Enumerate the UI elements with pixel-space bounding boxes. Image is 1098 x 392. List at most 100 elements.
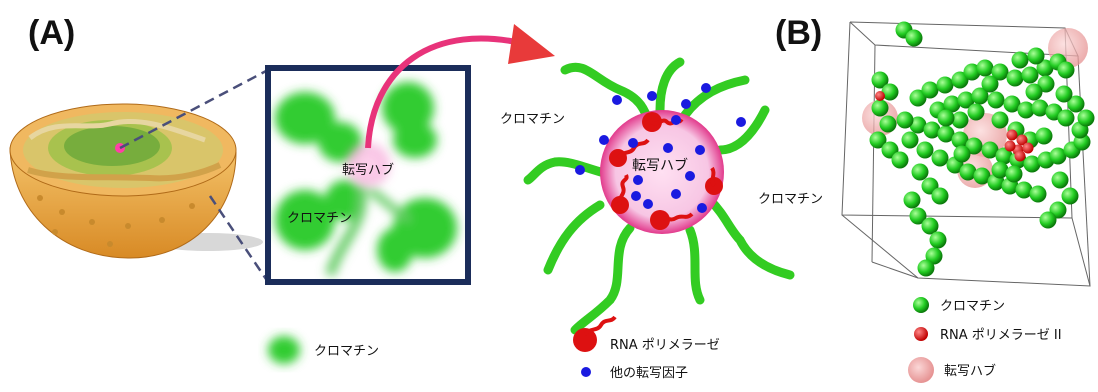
chromatin-sphere [925,247,943,265]
legend-rna-pol-swatch [573,328,597,352]
chromatin-sphere [1061,187,1079,205]
zoom-line-top [119,68,269,150]
chromatin-sphere [1011,51,1029,69]
legend-a-other-tf: 他の転写因子 [610,366,688,381]
chromatin-sphere [905,29,923,47]
legend-b: クロマチン RNA ポリメラーゼ II 転写ハブ [908,297,1062,383]
legend-chromatin-swatch [268,336,300,364]
chromatin-sphere [871,71,889,89]
chromatin-sphere [1055,85,1073,103]
chromatin-sphere [881,83,899,101]
legend-b-rna-pol2-swatch [914,327,928,341]
panel-b-label: (B) [775,14,822,52]
chromatin-sphere [987,91,1005,109]
legend-a-rna-pol: RNA ポリメラーゼ [610,338,720,353]
chromatin-sphere [917,259,935,277]
chromatin-sphere [1037,75,1055,93]
chromatin-sphere [879,115,897,133]
rna-pol2-sphere [1006,129,1018,141]
chromatin-sphere [981,75,999,93]
chromatin-sphere [995,147,1013,165]
zoom-hub-label: 転写ハブ [342,162,394,178]
chromatin-sphere [967,103,985,121]
chromatin-sphere [1025,83,1043,101]
chromatin-sphere [896,111,914,129]
chromatin-sphere [1015,181,1033,199]
legend-b-hub: 転写ハブ [944,363,996,379]
chromatin-sphere [959,163,977,181]
chromatin-sphere [991,111,1009,129]
hub-detail: 転写ハブ クロマチン クロマチン [500,57,823,335]
chromatin-sphere [991,63,1009,81]
chromatin-sphere [931,187,949,205]
chromatin-sphere [951,131,969,149]
rna-pol2-sphere [1004,140,1016,152]
zoom-box: 転写ハブ クロマチン [265,65,471,285]
chromatin-sphere [903,191,921,209]
chromatin-sphere [909,89,927,107]
chromatin-sphere [1067,95,1085,113]
chromatin-sphere [911,163,929,181]
chromatin-sphere [1029,185,1047,203]
hub-chromatin-right: クロマチン [758,192,823,207]
chromatin-sphere [951,111,969,129]
chromatin-sphere [991,161,1009,179]
chromatin-sphere [1021,66,1039,84]
zoom-arrow [365,24,555,149]
hub-detail-label: 転写ハブ [632,157,688,174]
chromatin-sphere [1039,211,1057,229]
chromatin-sphere [943,95,961,113]
chromatin-sphere [909,116,927,134]
chromatin-sphere [923,121,941,139]
hub-chromatin-left: クロマチン [500,112,565,127]
rna-pol2-sphere [1016,134,1028,146]
legend-a-chromatin: クロマチン [314,344,379,359]
cell-illustration [9,103,263,259]
zoom-chromatin-label: クロマチン [287,211,352,226]
legend-a: クロマチン RNA ポリメラーゼ 他の転写因子 [268,315,720,381]
legend-b-chromatin-swatch [913,297,929,313]
legend-b-hub-swatch [908,357,934,383]
chromatin-sphere [1057,61,1075,79]
chromatin-sphere [921,217,939,235]
chromatin-sphere [1003,95,1021,113]
legend-b-rna-pol2: RNA ポリメラーゼ II [940,328,1062,343]
chromatin-sphere [1051,171,1069,189]
chromatin-sphere [1023,155,1041,173]
chromatin-sphere [937,109,955,127]
chromatin-sphere [869,131,887,149]
panel-a-label: (A) [28,14,75,52]
chromatin-sphere [1006,69,1024,87]
chromatin-sphere [953,145,971,163]
chromatin-sphere [909,207,927,225]
chromatin-sphere [1005,165,1023,183]
chromatin-sphere [931,149,949,167]
chromatin-sphere [1077,109,1095,127]
chromatin-sphere [936,76,954,94]
chromatin-sphere [951,71,969,89]
chromatin-sphere [957,91,975,109]
panel-b-simulation [841,21,1095,287]
zoom-line-bottom [208,195,270,283]
chromatin-sphere [971,87,989,105]
chromatin-sphere [976,59,994,77]
chromatin-sphere [891,151,909,169]
chromatin-sphere [973,167,991,185]
rna-pol2-sphere [875,91,885,101]
chromatin-sphere [937,125,955,143]
rna-pol2-sphere [1014,150,1026,162]
chromatin-sphere [1027,47,1045,65]
chromatin-sphere [1049,147,1067,165]
legend-tf-swatch [581,367,591,377]
chromatin-sphere [1057,109,1075,127]
chromatin-sphere [901,131,919,149]
chromatin-sphere [1035,127,1053,145]
legend-b-chromatin: クロマチン [940,299,1005,314]
chromatin-sphere [1031,99,1049,117]
chromatin-sphere [1036,59,1054,77]
chromatin-sphere [965,137,983,155]
chromatin-sphere [871,99,889,117]
rna-pol2-sphere [1022,142,1034,154]
chromatin-sphere [1017,101,1035,119]
